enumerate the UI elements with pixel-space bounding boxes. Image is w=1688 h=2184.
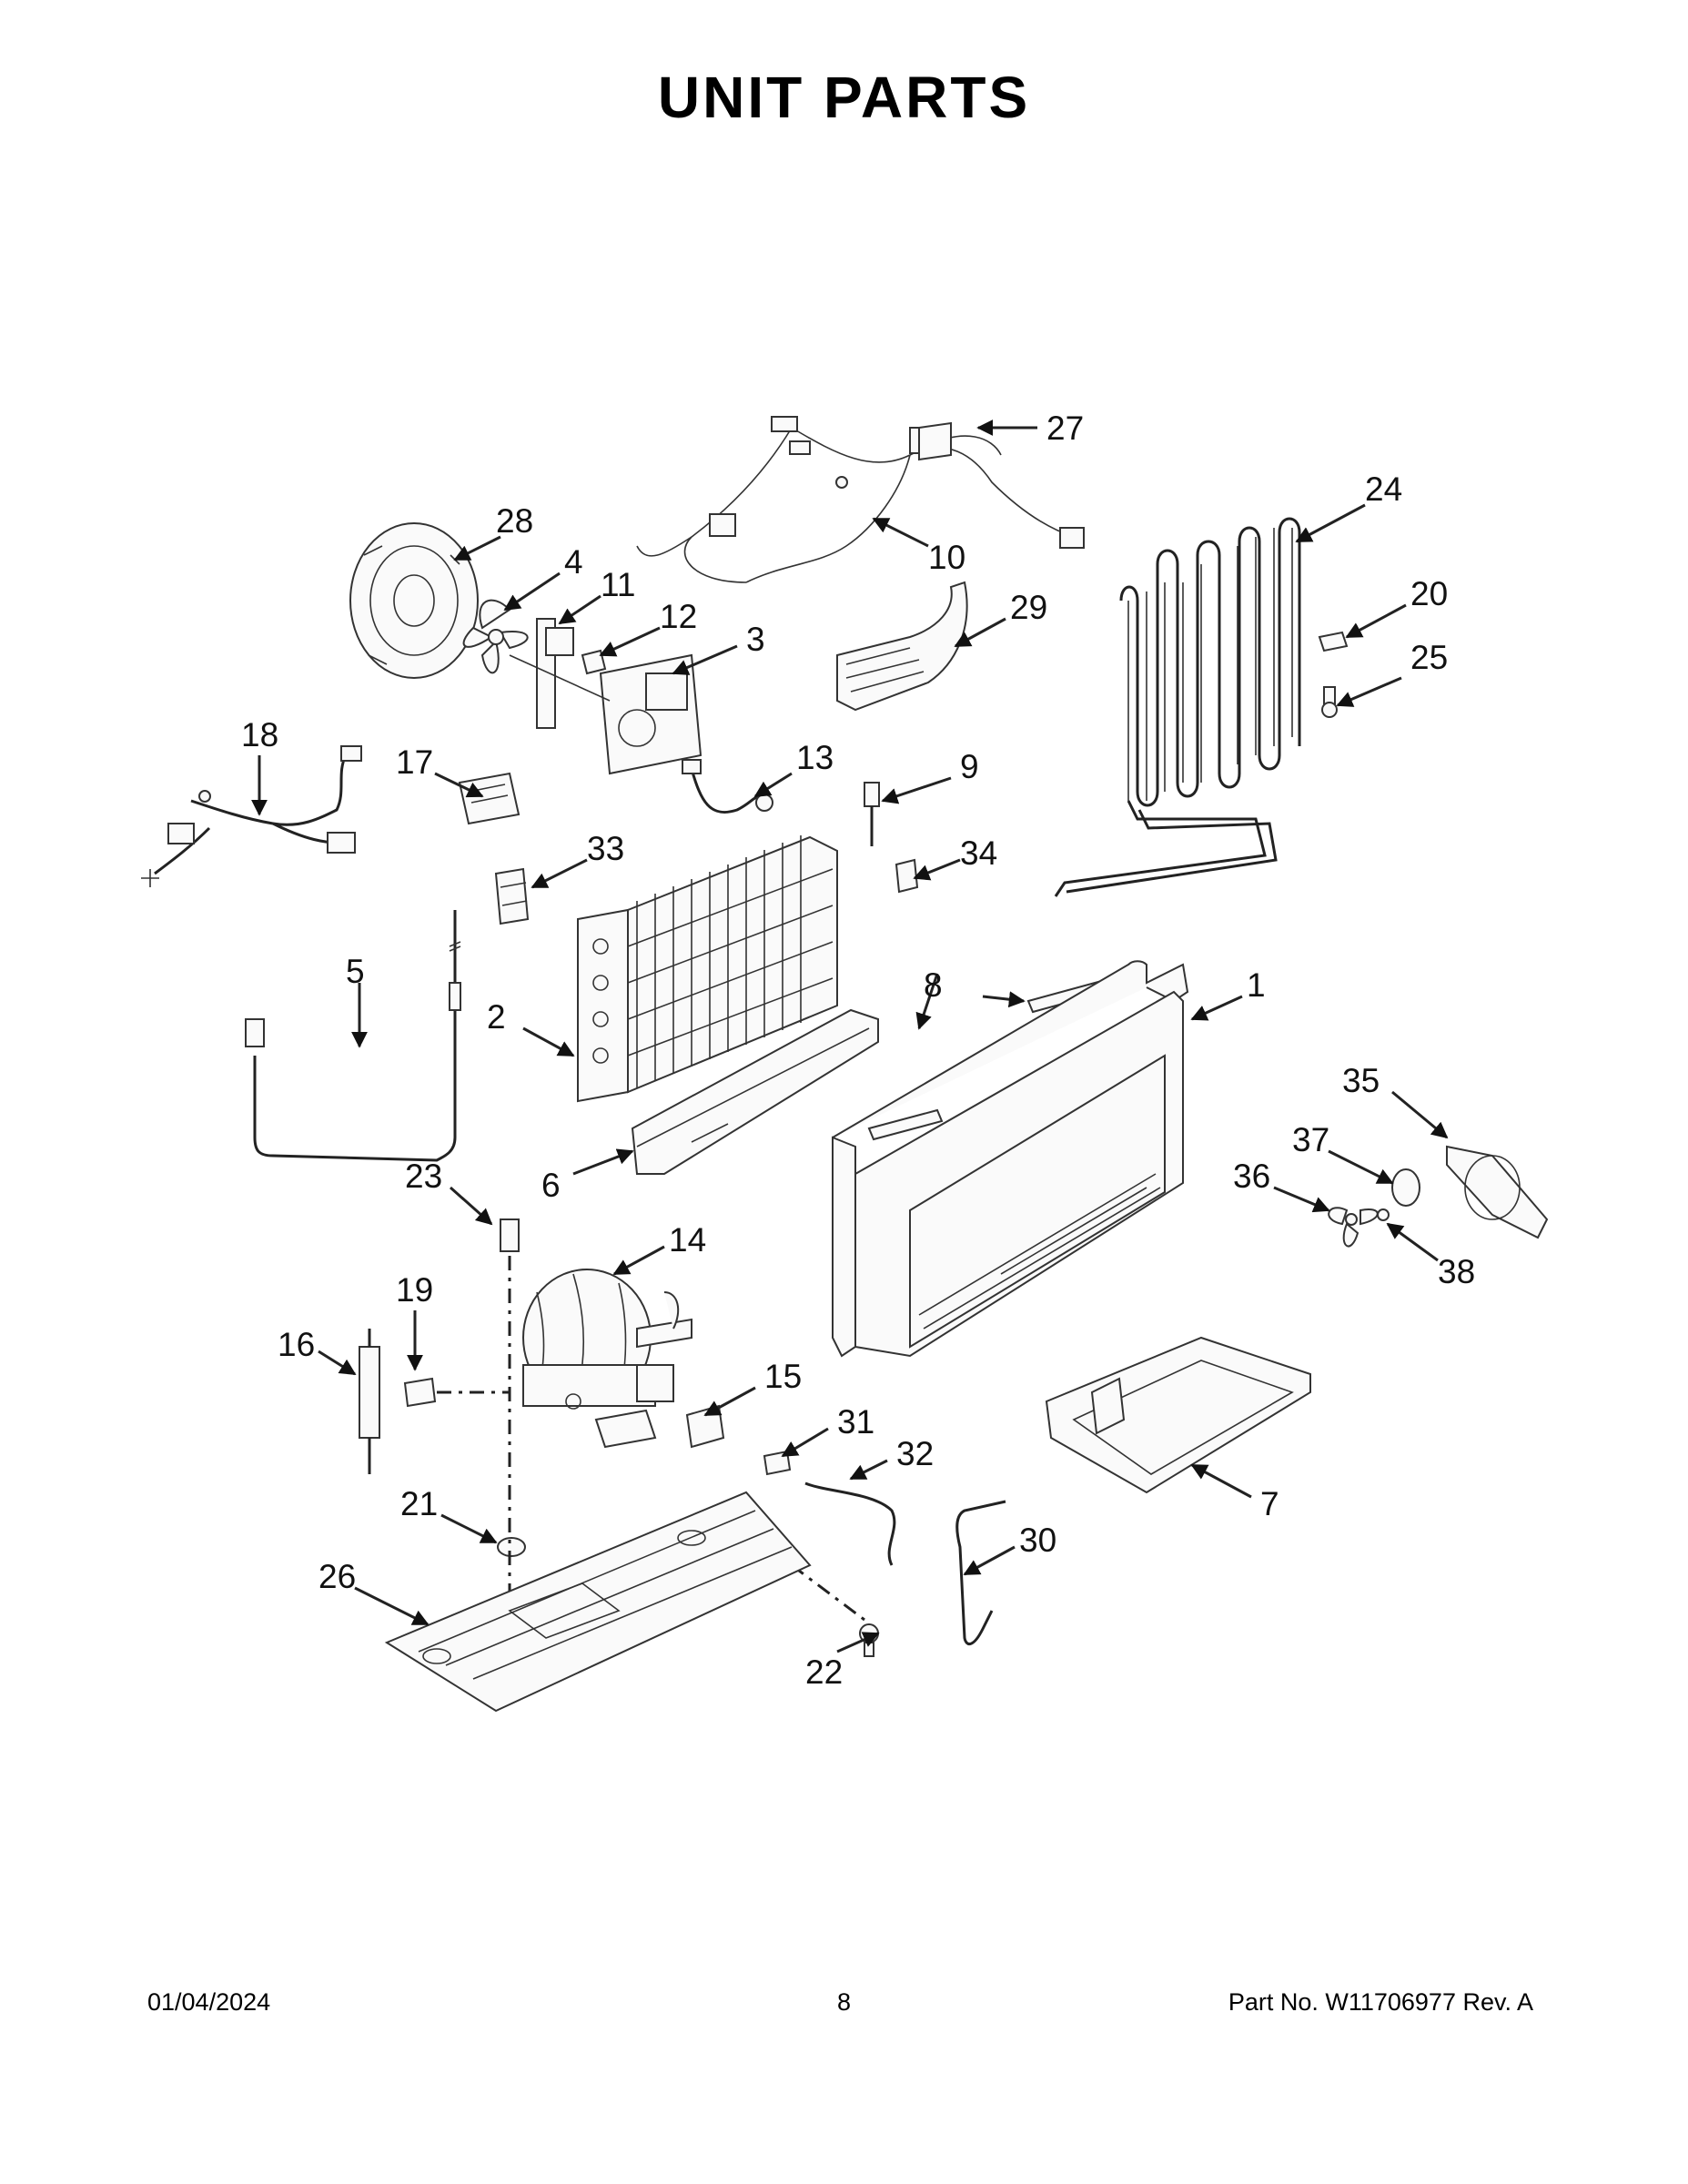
harness-clip [918, 421, 952, 461]
callout-1: 1 [1247, 966, 1266, 1004]
callout-8: 8 [924, 966, 943, 1004]
evaporator-fan-assembly [1328, 1145, 1549, 1248]
compressor [522, 1269, 692, 1449]
footer-date: 01/04/2024 [147, 1988, 271, 2016]
callout-9: 9 [960, 748, 979, 785]
page-title: UNIT PARTS [657, 65, 1031, 130]
callout-18: 18 [241, 716, 278, 753]
callout-26: 26 [318, 1558, 356, 1595]
callout-25: 25 [1410, 639, 1448, 676]
callout-32: 32 [896, 1435, 934, 1472]
callout-14: 14 [669, 1221, 706, 1259]
grommets [403, 1218, 526, 1557]
callout-10: 10 [928, 539, 965, 576]
relay-overload [685, 1404, 896, 1566]
callout-31: 31 [837, 1403, 874, 1441]
callout-numbers: 27 24 20 25 28 4 11 12 3 10 29 13 9 34 1… [241, 410, 1475, 1691]
callout-4: 4 [564, 543, 583, 581]
wire-lead [682, 759, 773, 814]
callout-11: 11 [601, 566, 635, 603]
callout-6: 6 [541, 1167, 561, 1204]
sensor-tube [245, 910, 461, 1162]
fan-motor-assembly [509, 618, 702, 775]
callout-13: 13 [796, 739, 834, 776]
clip-and-screw [1318, 631, 1349, 718]
assembly-lines [437, 1256, 865, 1622]
fan-blade [462, 599, 529, 674]
defrost-drain-pan [1045, 1336, 1311, 1494]
callout-24: 24 [1365, 470, 1402, 508]
condenser-fan-shroud [349, 522, 479, 679]
callout-34: 34 [960, 834, 997, 872]
callout-28: 28 [496, 502, 533, 540]
footer-page-number: 8 [836, 1988, 852, 2016]
mounting-bracket [494, 867, 530, 925]
callout-30: 30 [1019, 1522, 1056, 1559]
callout-33: 33 [587, 830, 624, 867]
callout-23: 23 [405, 1158, 442, 1195]
callout-15: 15 [764, 1358, 802, 1395]
callout-16: 16 [278, 1326, 315, 1363]
callout-22: 22 [805, 1653, 843, 1691]
callout-leaders [251, 420, 1449, 1653]
callout-3: 3 [746, 621, 765, 658]
temperature-sensor [864, 782, 880, 846]
footer-part-number: Part No. W11706977 Rev. A [1228, 1988, 1533, 2016]
drain-pan [631, 1008, 879, 1175]
callout-2: 2 [487, 998, 506, 1036]
callout-21: 21 [400, 1485, 438, 1522]
callout-27: 27 [1046, 410, 1084, 447]
wire-harness-left [141, 745, 362, 887]
callout-37: 37 [1292, 1121, 1329, 1158]
callout-19: 19 [396, 1271, 433, 1309]
filter-drier [359, 1329, 380, 1474]
drain-tube [955, 1500, 1006, 1645]
air-duct [836, 581, 968, 712]
wiring-harness [636, 416, 1085, 583]
callout-38: 38 [1438, 1253, 1475, 1290]
callout-20: 20 [1410, 575, 1448, 612]
evaporator [577, 835, 838, 1103]
clip [895, 858, 919, 894]
control-board [458, 772, 521, 825]
callout-17: 17 [396, 743, 433, 781]
callout-29: 29 [1010, 589, 1047, 626]
callout-7: 7 [1260, 1485, 1279, 1522]
rear-access-panel [832, 960, 1189, 1358]
callout-5: 5 [346, 953, 365, 990]
base-plate [384, 1491, 812, 1713]
callout-36: 36 [1233, 1158, 1270, 1195]
callout-35: 35 [1342, 1062, 1380, 1099]
condenser-coil [1054, 517, 1301, 897]
callout-12: 12 [660, 598, 697, 635]
